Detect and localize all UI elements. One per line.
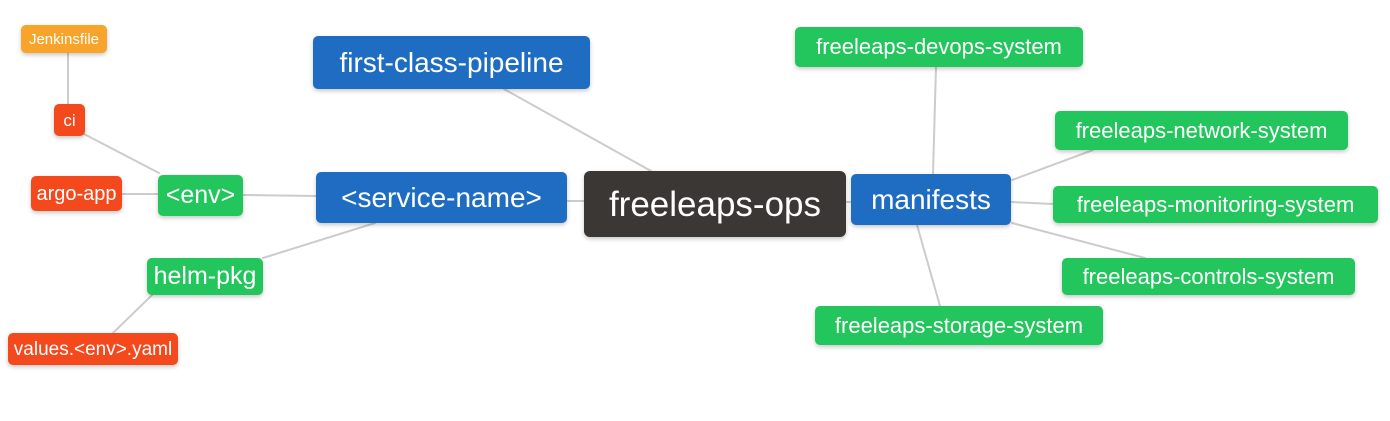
node-env[interactable]: <env> bbox=[158, 175, 243, 216]
edge-manifests--freeleaps-devops-system bbox=[932, 66, 937, 175]
node-freeleaps-controls-system[interactable]: freeleaps-controls-system bbox=[1062, 258, 1355, 295]
edge-first-class-pipeline--freeleaps-ops bbox=[503, 88, 652, 172]
node-argo-app[interactable]: argo-app bbox=[31, 176, 122, 211]
node-freeleaps-network-system[interactable]: freeleaps-network-system bbox=[1055, 111, 1348, 150]
node-freeleaps-monitoring-system[interactable]: freeleaps-monitoring-system bbox=[1053, 186, 1378, 223]
node-manifests[interactable]: manifests bbox=[851, 174, 1011, 225]
node-helm-pkg[interactable]: helm-pkg bbox=[147, 258, 263, 295]
node-freeleaps-ops[interactable]: freeleaps-ops bbox=[584, 171, 846, 237]
node-first-class-pipeline[interactable]: first-class-pipeline bbox=[313, 36, 590, 89]
edge-manifests--freeleaps-network-system bbox=[1011, 149, 1094, 181]
node-values-env-yaml[interactable]: values.<env>.yaml bbox=[8, 333, 178, 365]
edge-manifests--freeleaps-storage-system bbox=[916, 224, 941, 307]
node-jenkinsfile[interactable]: Jenkinsfile bbox=[21, 25, 107, 53]
node-service-name[interactable]: <service-name> bbox=[316, 172, 567, 223]
node-ci[interactable]: ci bbox=[54, 104, 85, 136]
edge-env--service-name bbox=[242, 194, 317, 197]
node-freeleaps-storage-system[interactable]: freeleaps-storage-system bbox=[815, 306, 1103, 345]
node-freeleaps-devops-system[interactable]: freeleaps-devops-system bbox=[795, 27, 1083, 67]
edge-service-name--helm-pkg bbox=[262, 222, 376, 259]
edge-ci--env bbox=[83, 133, 160, 174]
edge-manifests--freeleaps-controls-system bbox=[1011, 222, 1146, 259]
edge-helm-pkg--values-env-yaml bbox=[112, 294, 153, 334]
edge-manifests--freeleaps-monitoring-system bbox=[1010, 201, 1054, 205]
